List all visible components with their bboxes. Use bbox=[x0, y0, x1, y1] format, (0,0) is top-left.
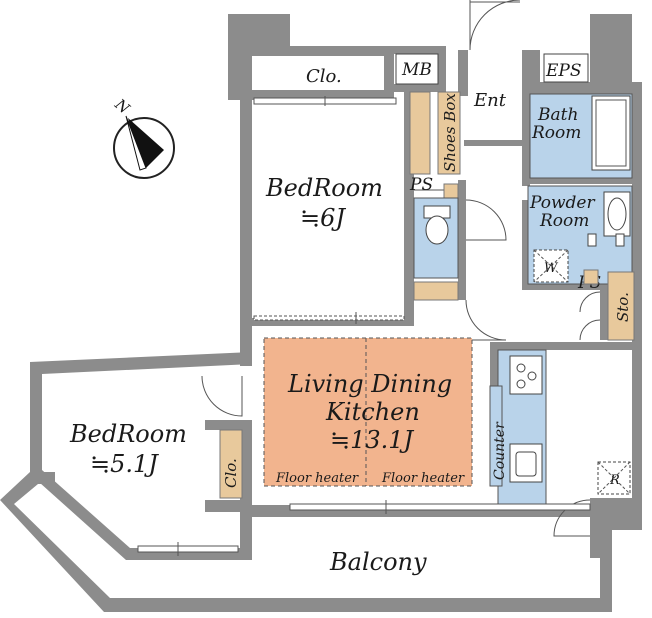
shoes-box-label: Shoes Box bbox=[441, 93, 459, 172]
eps-space: EPS bbox=[543, 53, 589, 83]
outer-walls bbox=[30, 14, 642, 560]
wall-bedroom2-outer bbox=[30, 352, 252, 560]
ps-upper-label: PS bbox=[409, 175, 433, 195]
bedroom-2: BedRoom ≒5.1J bbox=[69, 420, 187, 478]
wall-kitchen-left bbox=[490, 342, 498, 402]
toilet-room bbox=[413, 197, 459, 301]
wall-bedroom2-right bbox=[240, 420, 252, 560]
compass-north-label: N bbox=[111, 95, 134, 118]
wall-sto-left bbox=[600, 270, 608, 340]
wall-right bbox=[632, 82, 642, 512]
toilet-icon bbox=[423, 205, 451, 245]
fridge-label: R bbox=[609, 473, 620, 488]
storage: Sto. bbox=[607, 271, 635, 341]
bath-room-label-2: Room bbox=[531, 123, 581, 143]
powder-room: Powder Room W bbox=[527, 185, 633, 285]
bedroom2-size: ≒5.1J bbox=[90, 450, 159, 478]
floor-heater-left-label: Floor heater bbox=[275, 471, 359, 486]
fridge: R bbox=[597, 461, 631, 495]
wall-powder-left bbox=[522, 200, 528, 288]
wall-closet-left-block bbox=[205, 420, 245, 430]
ldk-label-1: Living Dining bbox=[287, 370, 452, 398]
stove-icon bbox=[509, 355, 543, 395]
bath-room: Bath Room bbox=[529, 93, 633, 179]
wall-ps-right bbox=[458, 180, 466, 300]
wall-bedroom1-bottom bbox=[252, 318, 412, 326]
closet-left: Clo. bbox=[219, 429, 243, 499]
storage-label: Sto. bbox=[614, 292, 632, 322]
bedroom2-name: BedRoom bbox=[69, 420, 187, 448]
mb-space: MB bbox=[395, 53, 439, 85]
mb-label: MB bbox=[401, 60, 432, 80]
ldk-size: ≒13.1J bbox=[330, 426, 415, 454]
wall-top-right-block bbox=[522, 14, 640, 94]
interior-partitions bbox=[240, 90, 638, 402]
wall-bedroom1-top bbox=[252, 90, 392, 100]
ldk: Living Dining Kitchen ≒13.1J Floor heate… bbox=[263, 337, 473, 487]
wall-bottom-right-block bbox=[590, 498, 642, 558]
wall-bedroom1-left bbox=[240, 74, 252, 364]
balcony bbox=[0, 472, 612, 612]
closet-top-label: Clo. bbox=[306, 66, 342, 87]
wall-entrance-left bbox=[458, 50, 468, 96]
wall-mb-right bbox=[438, 46, 446, 92]
wall-closet-top bbox=[290, 46, 390, 56]
ldk-label-2: Kitchen bbox=[325, 398, 420, 426]
washer-icon: W bbox=[533, 249, 569, 283]
closet-left-label: Clo. bbox=[222, 458, 240, 488]
wall-ldk-left bbox=[240, 326, 252, 366]
windows bbox=[137, 96, 591, 556]
balcony-railing bbox=[0, 472, 612, 612]
entrance-label: Ent bbox=[473, 90, 507, 111]
wall-powder-bottom bbox=[522, 284, 634, 290]
ps-lower-box bbox=[583, 269, 599, 285]
bathtub-icon bbox=[591, 95, 631, 171]
wall-top-left-block bbox=[228, 14, 290, 100]
wall-mb-bottom bbox=[394, 84, 446, 92]
wall-kitchen-top bbox=[490, 342, 632, 350]
kitchen-sink-icon bbox=[509, 443, 543, 483]
washer-label: W bbox=[544, 261, 559, 276]
counter-label: Counter bbox=[492, 421, 508, 480]
kitchen: Counter R bbox=[489, 349, 631, 505]
bedroom1-size: ≒6J bbox=[300, 204, 346, 232]
wall-bath-bottom bbox=[522, 178, 638, 184]
bath-room-label-1: Bath bbox=[537, 105, 578, 125]
balcony-right-wall bbox=[600, 550, 612, 612]
shoes-box: Shoes Box bbox=[409, 91, 461, 175]
powder-room-label-1: Powder bbox=[529, 193, 595, 213]
powder-room-label-2: Room bbox=[539, 211, 589, 231]
balcony-label: Balcony bbox=[329, 548, 427, 576]
eps-label: EPS bbox=[545, 61, 582, 81]
floor-heater-area bbox=[263, 337, 473, 487]
bedroom-1: BedRoom ≒6J bbox=[265, 174, 383, 232]
wall-bedroom1-right bbox=[404, 90, 414, 326]
wall-closet-left-bottom bbox=[205, 500, 245, 512]
ps-upper-box bbox=[443, 183, 459, 199]
wall-closet-right bbox=[384, 46, 394, 100]
bedroom1-name: BedRoom bbox=[265, 174, 383, 202]
wall-entrance-floor bbox=[464, 140, 522, 146]
closet-top: Clo. bbox=[306, 66, 342, 87]
compass-icon: N bbox=[111, 95, 175, 179]
floor-heater-right-label: Floor heater bbox=[381, 471, 465, 486]
wall-mb bbox=[394, 46, 444, 54]
sink-icon bbox=[603, 191, 631, 237]
wall-bath-left bbox=[522, 90, 530, 186]
